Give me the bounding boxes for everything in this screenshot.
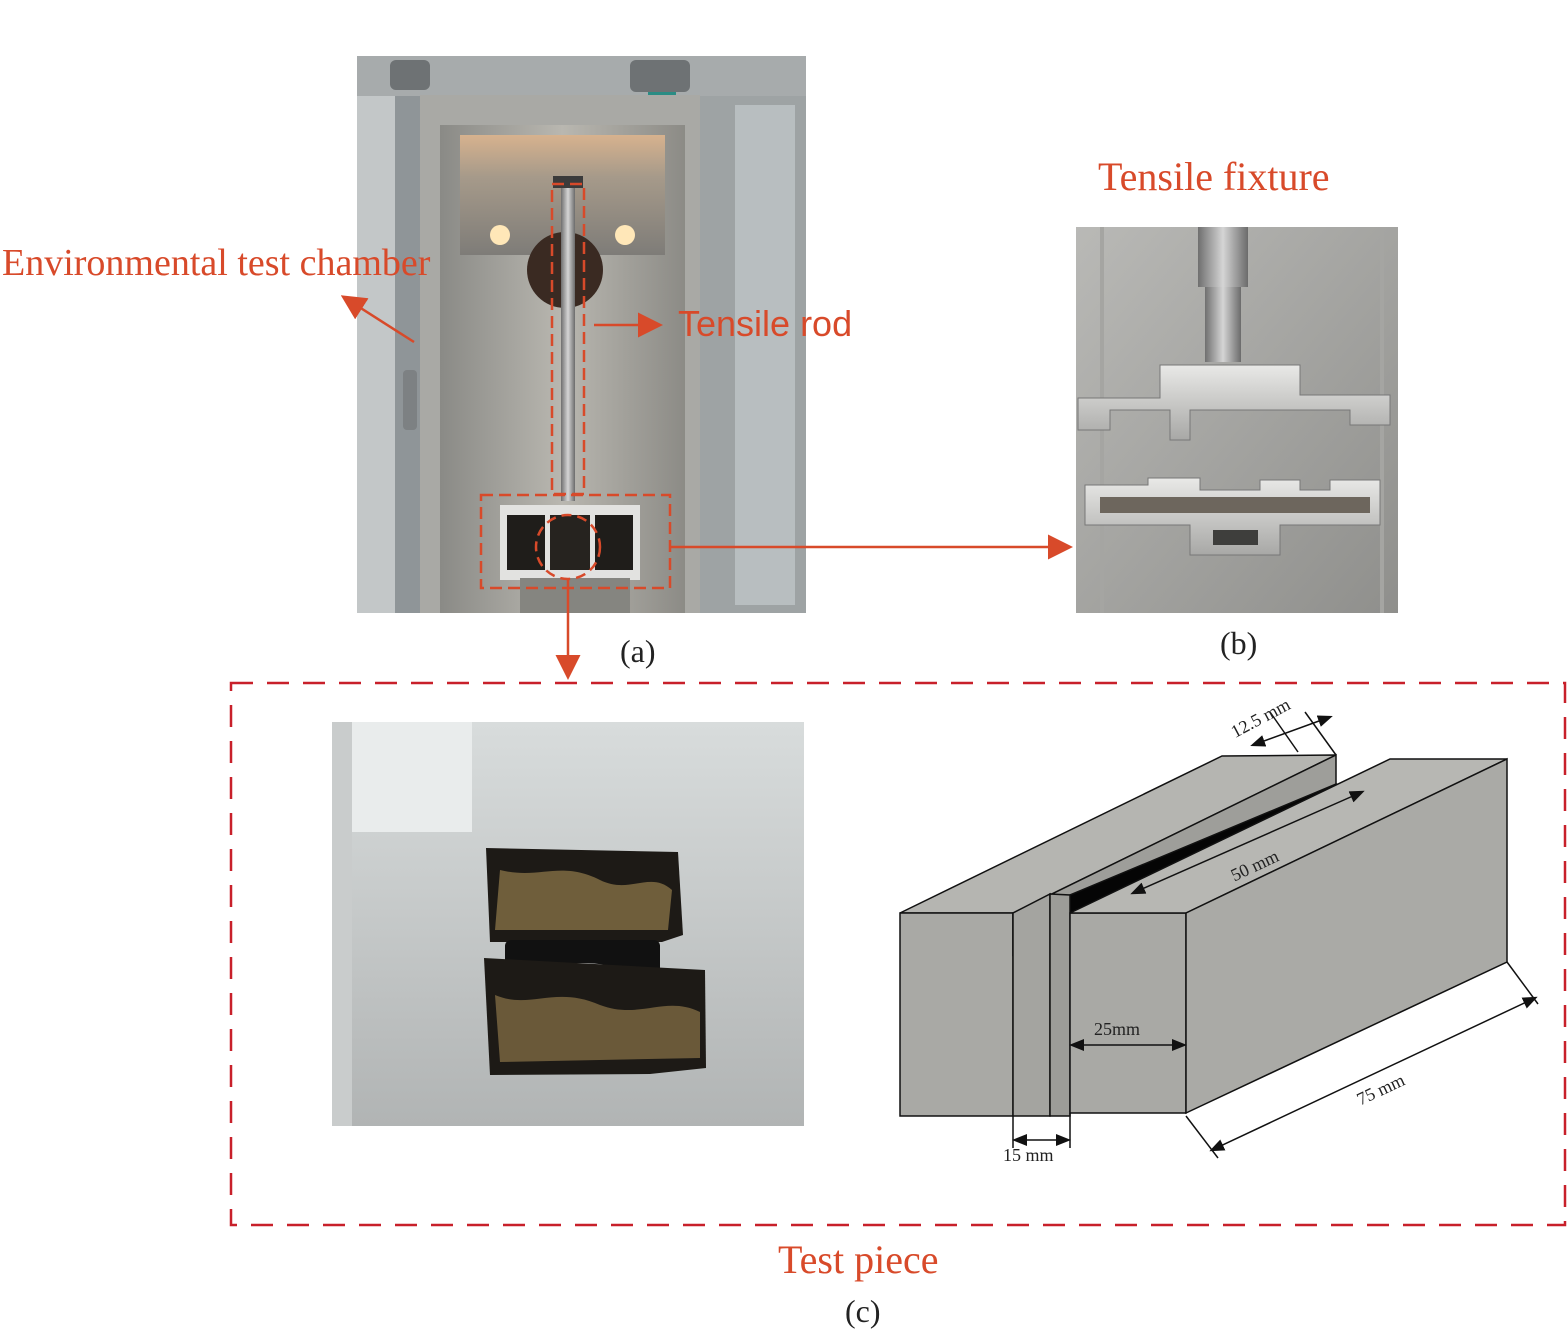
caption-c: (c)	[845, 1293, 881, 1329]
label-test-piece: Test piece	[778, 1237, 939, 1282]
label-tensile-rod: Tensile rod	[678, 303, 853, 344]
dimension-15-mm: 15 mm	[1003, 1145, 1054, 1165]
arrow-chamber	[340, 295, 415, 344]
photo-a-chamber	[357, 56, 806, 613]
schematic-specimen	[899, 753, 1508, 1117]
label-environmental-test-chamber: Environmental test chamber	[2, 242, 431, 284]
photo-test-piece	[332, 722, 804, 1126]
caption-b: (b)	[1220, 625, 1258, 661]
test-piece-dashed-box	[229, 681, 1567, 1227]
dimension-lines	[1012, 711, 1539, 1159]
photo-b-fixture	[1076, 227, 1398, 613]
caption-a: (a)	[620, 633, 656, 669]
dimension-25-mm: 25mm	[1094, 1019, 1141, 1039]
label-tensile-fixture: Tensile fixture	[1098, 154, 1330, 199]
